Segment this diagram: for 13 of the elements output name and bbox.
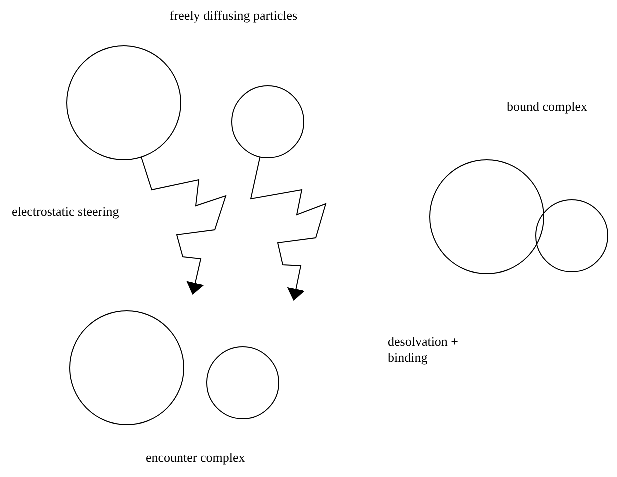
zigzag-arrow bbox=[250, 156, 327, 301]
particle-circle bbox=[535, 199, 609, 273]
particle-circle bbox=[66, 45, 182, 161]
text-label: desolvation + binding bbox=[388, 334, 460, 366]
particle-circle bbox=[231, 85, 305, 159]
text-label: electrostatic steering bbox=[12, 204, 120, 220]
particle-circle bbox=[429, 159, 545, 275]
text-label: freely diffusing particles bbox=[170, 8, 298, 24]
text-label: bound complex bbox=[507, 99, 588, 115]
particle-circle bbox=[206, 346, 280, 420]
text-label: encounter complex bbox=[146, 450, 246, 466]
particle-circle bbox=[69, 310, 185, 426]
zigzag-arrow bbox=[140, 156, 227, 295]
